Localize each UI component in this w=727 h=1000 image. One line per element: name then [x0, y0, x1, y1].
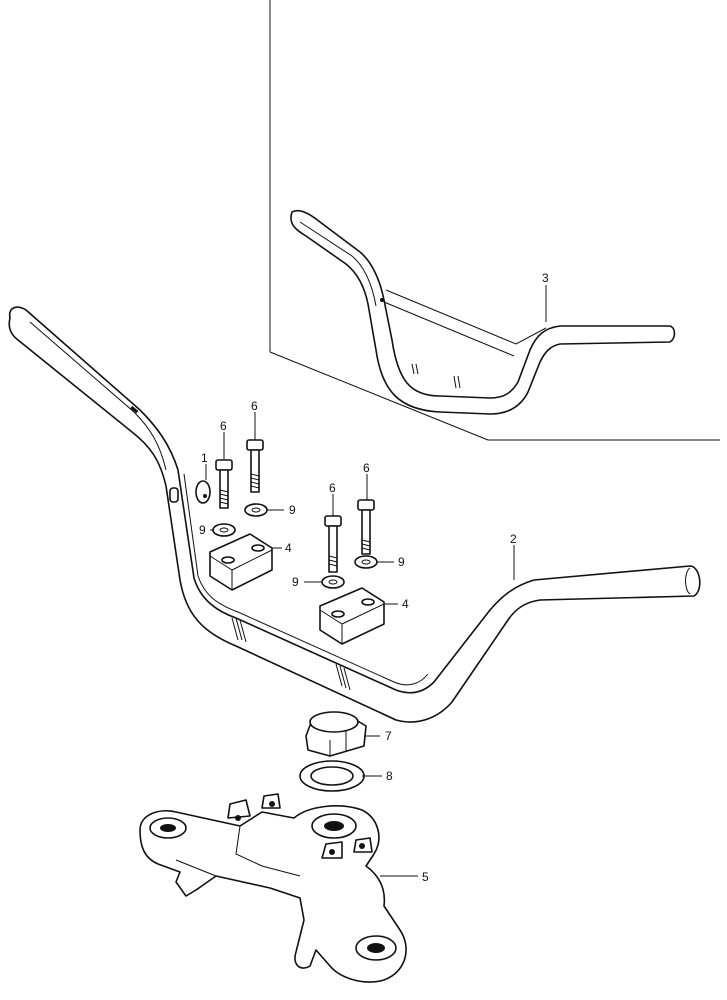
- callout-1: 1: [201, 451, 208, 465]
- main-handlebar: [8, 306, 701, 723]
- callout-3: 3: [542, 271, 549, 285]
- upper-holder-left: [209, 533, 273, 591]
- callout-7: 7: [385, 729, 392, 743]
- callout-9-a: 9: [289, 503, 296, 517]
- alternate-handlebar: [290, 209, 676, 415]
- callout-6-b: 6: [251, 399, 258, 413]
- callout-4-right: 4: [402, 597, 409, 611]
- callout-9-d: 9: [292, 575, 299, 589]
- steering-stem-nut: [305, 711, 367, 757]
- washer: [299, 760, 365, 792]
- callout-lines: [205, 285, 547, 877]
- callout-9-b: 9: [199, 523, 206, 537]
- callout-labels: 1 2 3 4 4 5 6 6 6 6 7 8 9 9 9 9: [199, 271, 549, 884]
- callout-6-c: 6: [329, 481, 336, 495]
- clip-part: [195, 480, 211, 504]
- callout-6-a: 6: [220, 419, 227, 433]
- callout-5: 5: [422, 870, 429, 884]
- callout-8: 8: [386, 769, 393, 783]
- inset-frame: [269, 0, 720, 441]
- top-bridge: [139, 793, 407, 983]
- callout-2: 2: [510, 532, 517, 546]
- upper-holder-right: [319, 587, 385, 645]
- callout-4-left: 4: [285, 541, 292, 555]
- bolt-set-right: [321, 499, 378, 589]
- callout-6-d: 6: [363, 461, 370, 475]
- callout-9-c: 9: [398, 555, 405, 569]
- bolt-set-left: [212, 439, 268, 537]
